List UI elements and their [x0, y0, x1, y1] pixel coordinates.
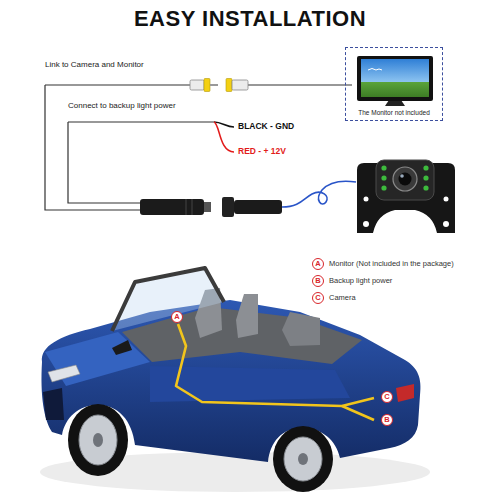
key-text: Monitor (Not included in the package)	[329, 259, 454, 268]
camera-connector-part	[140, 199, 204, 215]
car-part	[176, 324, 374, 406]
car-part	[236, 294, 258, 338]
car-part	[284, 437, 322, 481]
camera-part	[423, 175, 428, 180]
camera-part	[443, 221, 449, 227]
callout-letter: A	[312, 258, 324, 270]
camera-part	[363, 221, 369, 227]
camera-connector-part	[192, 199, 193, 215]
rca-plug-part	[232, 80, 248, 90]
monitor-part	[357, 56, 433, 101]
car	[40, 268, 430, 492]
car-part	[68, 404, 128, 476]
rca-plug-part	[190, 80, 204, 90]
monitor-part	[368, 69, 382, 71]
box-note: The Monitor not included	[346, 109, 442, 117]
rca-plug-part	[226, 79, 232, 92]
car-part	[43, 388, 64, 420]
monitor	[357, 56, 433, 106]
camera-connector-part	[234, 200, 282, 214]
wiring-part	[68, 121, 214, 122]
camera-part	[393, 167, 417, 191]
wiring-part	[68, 122, 140, 203]
camera-connector-part	[186, 199, 187, 215]
rca-plug-part	[204, 79, 210, 92]
car-part	[396, 384, 414, 402]
callout-letter: C	[381, 391, 393, 403]
car-part	[282, 312, 320, 346]
camera-part	[381, 185, 386, 190]
camera-part	[364, 197, 369, 202]
key-text: Backup light power	[329, 276, 392, 285]
wiring-part	[214, 122, 234, 152]
camera-part	[423, 165, 428, 170]
dashed-monitor-box: The Monitor not included	[345, 47, 443, 121]
camera-part	[423, 185, 428, 190]
car-part	[298, 453, 308, 465]
callout-letter: B	[381, 414, 393, 426]
wire-name: RED - + 12V	[238, 146, 286, 156]
wiring	[45, 85, 352, 210]
camera-part	[381, 165, 386, 170]
car-part	[342, 406, 374, 420]
camera-connector-part	[204, 202, 211, 212]
callout-letter: C	[312, 292, 324, 304]
callout-letter: B	[312, 275, 324, 287]
camera-part	[376, 160, 434, 200]
car-part	[93, 433, 103, 447]
camera	[357, 160, 455, 233]
camera-connector	[140, 181, 356, 217]
car-part	[273, 426, 333, 492]
car-part	[41, 300, 420, 462]
wiring-part	[248, 84, 352, 85]
rca-plug-part	[210, 84, 218, 86]
camera-part	[444, 197, 449, 202]
camera-connector-part	[282, 181, 356, 207]
camera-connector-part	[222, 197, 234, 217]
camera-part	[381, 175, 386, 180]
wire-note: Connect to backup light power	[68, 101, 176, 111]
monitor-part	[361, 59, 429, 97]
camera-part	[400, 174, 404, 178]
car-part	[48, 365, 80, 382]
car-part	[112, 340, 132, 355]
wire-name: BLACK - GND	[238, 121, 294, 131]
camera-part	[399, 173, 412, 186]
key-text: Camera	[329, 293, 356, 302]
rca-plug	[190, 79, 248, 92]
car-part	[112, 268, 224, 331]
car-part	[79, 415, 117, 465]
wiring-part	[45, 84, 190, 85]
title: EASY INSTALLATION	[0, 6, 500, 32]
callout-letter: A	[171, 311, 183, 323]
wire-note: Link to Camera and Monitor	[45, 60, 144, 70]
